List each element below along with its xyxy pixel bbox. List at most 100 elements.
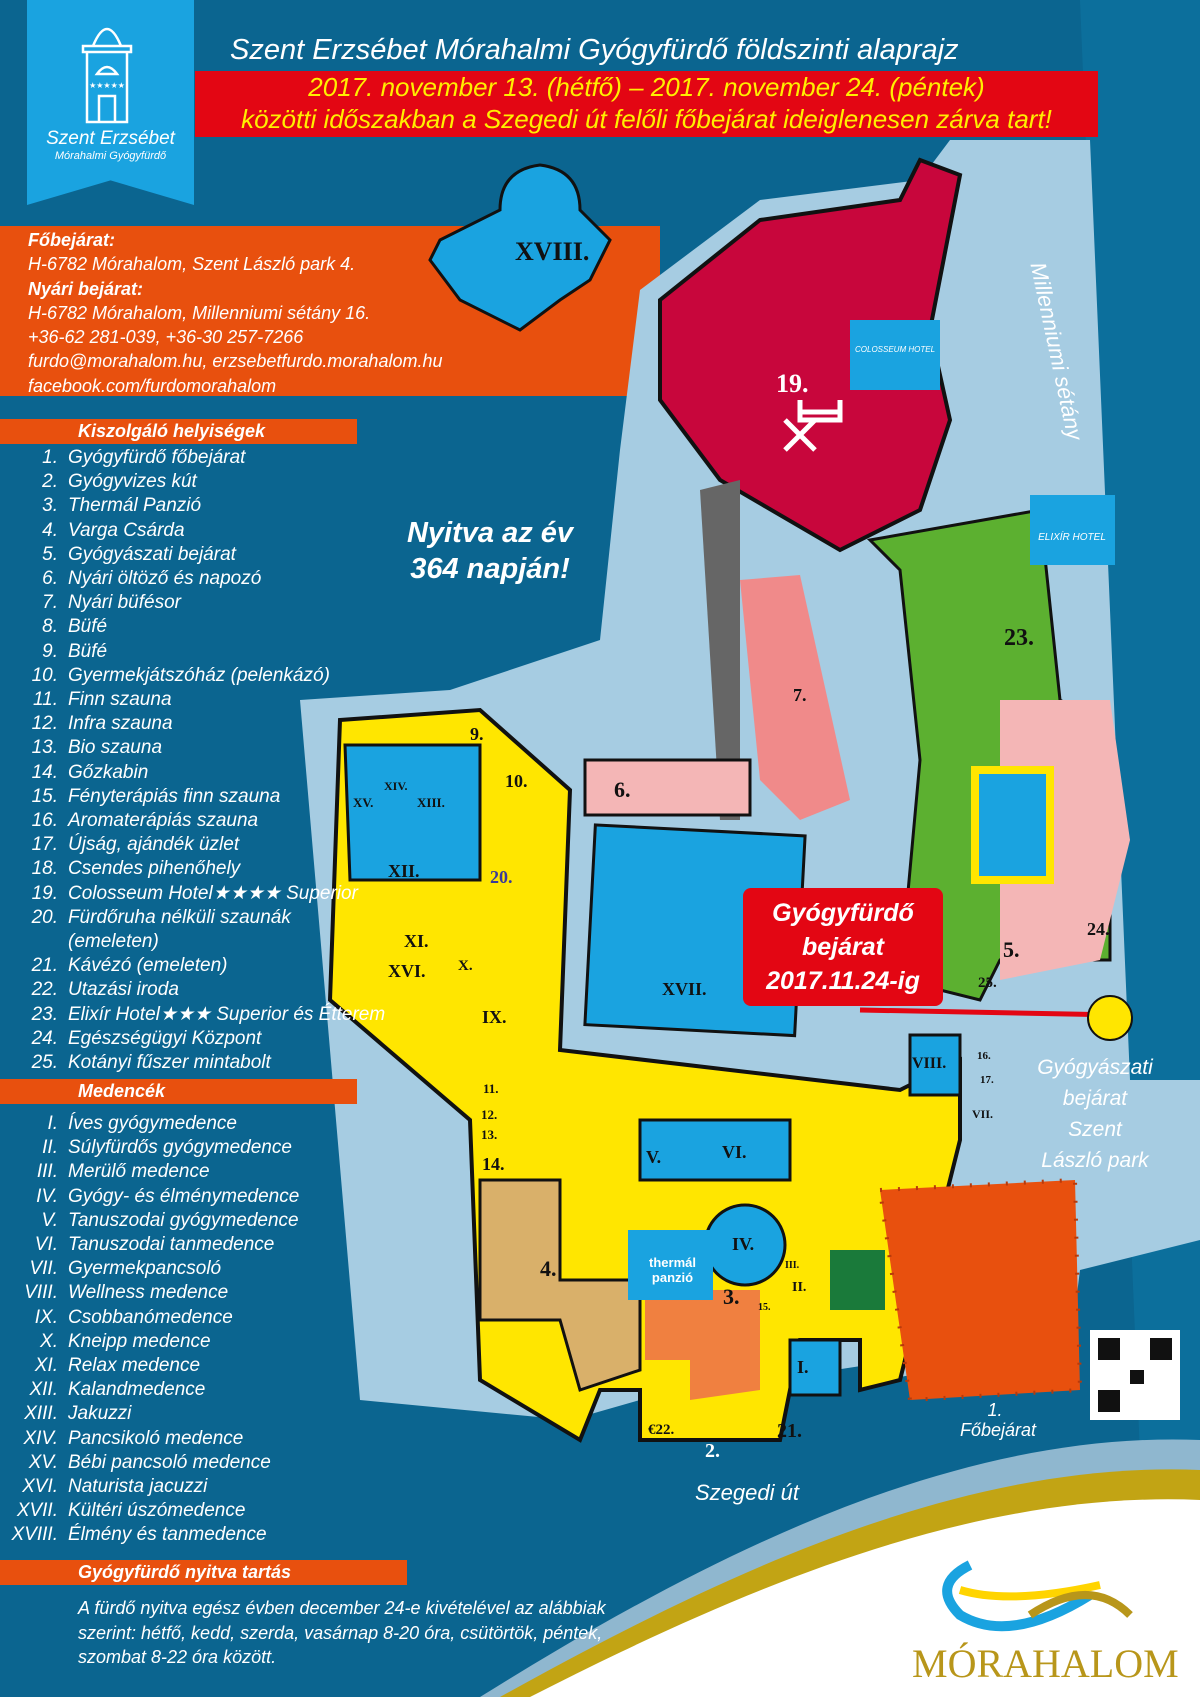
map-label: VIII. xyxy=(912,1055,947,1072)
legend-number: VI. xyxy=(34,1234,58,1256)
legend-number: V. xyxy=(41,1209,58,1231)
medical-entrance-marker xyxy=(1087,995,1133,1041)
elixir-pool xyxy=(971,766,1054,884)
legend-text: Csobbanómedence xyxy=(68,1306,233,1328)
legend-number: 9. xyxy=(42,640,58,662)
legend-text: (emeleten) xyxy=(68,931,159,953)
legend-text: Gyermekpancsoló xyxy=(68,1258,222,1280)
legend-number: 25. xyxy=(31,1052,58,1074)
legend-number: XI. xyxy=(34,1355,58,1377)
legend-text: Wellness medence xyxy=(68,1282,229,1304)
legend-text: Gyógyászati bejárat xyxy=(68,543,236,565)
legend-number: 10. xyxy=(31,664,58,686)
legend-text: Utazási iroda xyxy=(68,979,179,1001)
legend-number: XIV. xyxy=(23,1427,59,1449)
legend-item: VIII.Wellness medence xyxy=(0,1281,299,1305)
legend-number: XVI. xyxy=(22,1476,58,1498)
legend-number: 17. xyxy=(31,834,58,856)
legend-text: Nyári öltöző és napozó xyxy=(68,568,262,590)
legend-item: 2.Gyógyvizes kút xyxy=(0,470,385,494)
legend-number: 5. xyxy=(42,543,58,565)
legend-item: 21.Kávézó (emeleten) xyxy=(0,954,385,978)
map-label: III. xyxy=(785,1260,800,1271)
legend-text: Bio szauna xyxy=(68,737,163,759)
map-label: 24. xyxy=(1087,919,1110,939)
elixir-logo-sign xyxy=(1030,495,1115,565)
map-label: 23. xyxy=(1004,625,1034,651)
legend-number: XIII. xyxy=(24,1403,58,1425)
tower-icon: ★★★★★ xyxy=(81,27,133,124)
legend-text: Gyógyvizes kút xyxy=(68,471,197,493)
map-label: 12. xyxy=(481,1107,498,1122)
legend-item: XIII.Jakuzzi xyxy=(0,1402,299,1426)
map-label: 16. xyxy=(977,1050,991,1062)
legend-item: 18.Csendes pihenőhely xyxy=(0,857,385,881)
entrance-pointer xyxy=(859,1007,1121,1018)
map-label: 14. xyxy=(482,1154,505,1174)
map-label: II. xyxy=(792,1280,807,1295)
legend-item: 15.Fényterápiás finn szauna xyxy=(0,785,385,809)
morahalom-logo-waves xyxy=(942,1560,1133,1632)
summer-changing-room xyxy=(583,758,752,817)
map-label: 10. xyxy=(505,771,528,791)
legend-item: XII.Kalandmedence xyxy=(0,1378,299,1402)
legend-item: 24.Egészségügyi Központ xyxy=(0,1027,385,1051)
legend-number: II. xyxy=(42,1137,58,1159)
map-label: I. xyxy=(797,1357,809,1377)
summer-entrance-heading: Nyári bejárat: xyxy=(28,278,144,299)
opening-hours-text: A fürdő nyitva egész évben december 24-e… xyxy=(78,1598,606,1667)
legend-item: 11.Finn szauna xyxy=(0,688,385,712)
summer-buffet-row xyxy=(740,575,850,820)
map-label: XV. xyxy=(353,795,374,810)
legend-text: Kültéri úszómedence xyxy=(68,1500,246,1522)
legend-text: Gőzkabin xyxy=(68,761,149,783)
legend-number: 13. xyxy=(31,737,58,759)
legend-text: Élmény és tanmedence xyxy=(68,1524,267,1546)
medical-entrance-label: Gyógyászati bejárat Szent László park xyxy=(1037,1056,1153,1172)
svg-text:★★★★★: ★★★★★ xyxy=(89,81,125,90)
legend-text: Varga Csárda xyxy=(68,519,185,541)
legend-number: IX. xyxy=(34,1306,58,1328)
legend-text: Bébi pancsoló medence xyxy=(68,1451,271,1473)
map-label: XIV. xyxy=(384,779,408,793)
legend-number: 24. xyxy=(31,1027,58,1049)
legend-text: Gyógyfürdő főbejárat xyxy=(68,447,246,468)
legend-number: X. xyxy=(40,1330,58,1352)
legend-number: 19. xyxy=(31,882,58,904)
legend-number: 7. xyxy=(42,592,58,614)
legend-item: 16. Aromaterápiás szauna xyxy=(0,809,385,833)
map-label: 3. xyxy=(723,1284,740,1309)
facebook-link[interactable]: facebook.com/furdomorahalom xyxy=(28,375,277,396)
legend-item: III.Merülő medence xyxy=(0,1160,299,1184)
map-label: 9. xyxy=(470,724,484,744)
map-label: XI. xyxy=(404,931,429,951)
hours-heading: Gyógyfürdő nyitva tartás xyxy=(0,1560,407,1585)
legend-item: 20.Fürdőruha nélküli szaunák xyxy=(0,906,385,930)
legend-text: Nyári büfésor xyxy=(68,592,181,614)
logo-ribbon: ★★★★★ Szent Erzsébet Mórahalmi Gyógyfürd… xyxy=(27,0,194,205)
main-entrance-label: 1. Főbejárat xyxy=(960,1400,1037,1440)
legend-text: Tanuszodai gyógymedence xyxy=(68,1209,299,1231)
legend-text: Aromaterápiás szauna xyxy=(68,810,259,832)
legend-item: 7. Nyári büfésor xyxy=(0,591,385,615)
map-label: XIII. xyxy=(417,795,445,810)
map-label: 25. xyxy=(978,975,997,991)
map-label: 20. xyxy=(490,867,513,887)
bed-icon xyxy=(797,400,843,423)
legend-item: XV.Bébi pancsoló medence xyxy=(0,1451,299,1475)
legend-item: 25.Kotányi fűszer mintabolt xyxy=(0,1051,385,1075)
legend-number: 16. xyxy=(31,810,58,832)
legend-item: 12.Infra szauna xyxy=(0,712,385,736)
legend-item: 4. Varga Csárda xyxy=(0,519,385,543)
open-days-banner: Nyitva az év 364 napján! xyxy=(406,517,574,585)
colosseum-logo-sign xyxy=(850,320,940,390)
email-web-link[interactable]: furdo@morahalom.hu, erzsebetfurdo.moraha… xyxy=(28,351,443,372)
legend-item: 9.Büfé xyxy=(0,640,385,664)
medical-block xyxy=(830,1250,885,1310)
map-label: XVII. xyxy=(662,979,707,999)
map-label: 17. xyxy=(980,1074,994,1086)
pool-i xyxy=(788,1338,842,1397)
legend-number: 4. xyxy=(42,519,58,541)
